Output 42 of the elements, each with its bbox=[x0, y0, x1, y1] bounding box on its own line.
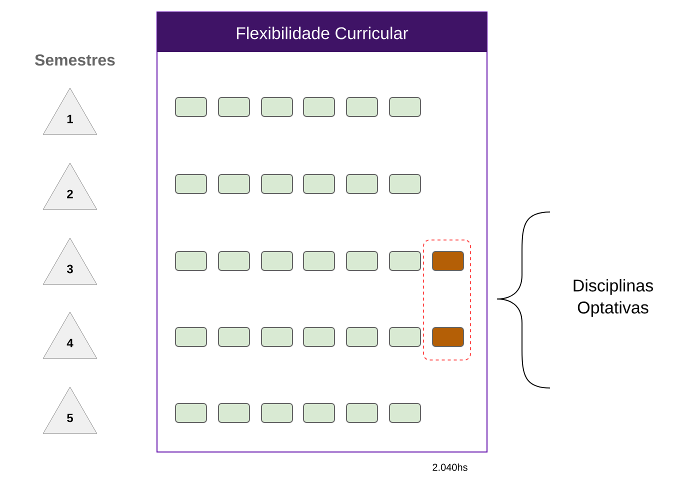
course-box bbox=[346, 97, 378, 117]
curriculum-panel: Flexibilidade Curricular bbox=[156, 12, 488, 452]
course-box bbox=[218, 97, 250, 117]
semester-triangle: 5 bbox=[42, 386, 98, 434]
course-box bbox=[218, 403, 250, 423]
course-box bbox=[432, 327, 464, 347]
course-box bbox=[175, 97, 207, 117]
course-box bbox=[303, 251, 335, 271]
semester-triangle: 1 bbox=[42, 88, 98, 135]
semester-triangle: 4 bbox=[42, 312, 98, 359]
axis-heading: Semestres bbox=[34, 54, 115, 66]
course-box bbox=[303, 403, 335, 423]
course-box bbox=[389, 403, 421, 423]
course-box bbox=[389, 251, 421, 271]
course-box bbox=[346, 174, 378, 194]
course-box bbox=[218, 174, 250, 194]
course-box bbox=[389, 174, 421, 194]
course-box bbox=[218, 327, 250, 347]
course-box bbox=[218, 251, 250, 271]
course-box bbox=[346, 327, 378, 347]
course-box bbox=[175, 327, 207, 347]
course-box bbox=[346, 403, 378, 423]
course-box bbox=[389, 97, 421, 117]
course-box bbox=[261, 251, 293, 271]
course-box bbox=[346, 251, 378, 271]
course-box bbox=[261, 174, 293, 194]
selection-outline bbox=[423, 240, 471, 360]
course-box bbox=[261, 403, 293, 423]
course-box bbox=[389, 327, 421, 347]
course-box bbox=[303, 174, 335, 194]
brace-label: Disciplinas Optativas bbox=[574, 279, 653, 317]
course-box bbox=[303, 97, 335, 117]
course-box bbox=[175, 403, 207, 423]
course-box bbox=[261, 327, 293, 347]
course-box bbox=[175, 174, 207, 194]
course-box bbox=[432, 251, 464, 271]
course-box bbox=[303, 327, 335, 347]
hours-label: 2.040hs bbox=[432, 464, 468, 471]
semester-triangle: 3 bbox=[42, 238, 98, 285]
course-box bbox=[175, 251, 207, 271]
semester-triangle: 2 bbox=[42, 162, 98, 210]
course-box bbox=[261, 97, 293, 117]
